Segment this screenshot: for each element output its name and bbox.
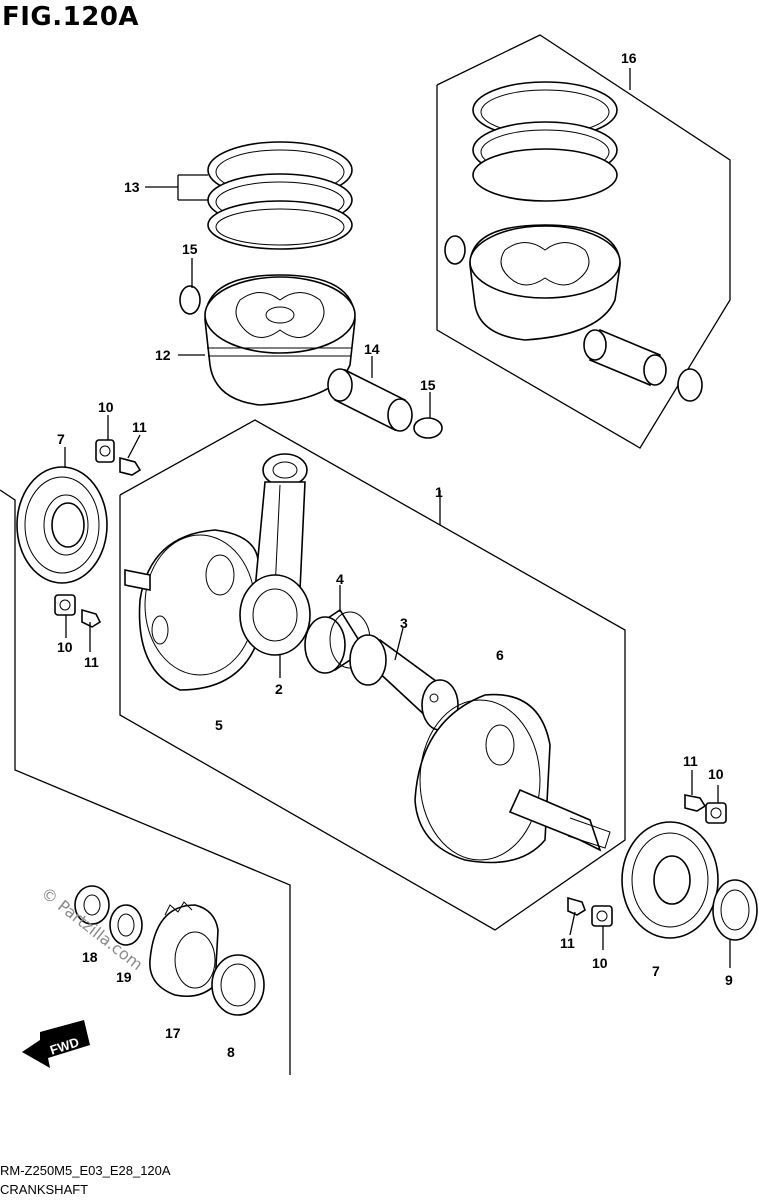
callout-10-d: 10: [592, 955, 608, 971]
callout-11-c: 11: [683, 753, 698, 769]
piston-assembly-16: [444, 81, 703, 402]
bolt-11-upper-left: [119, 456, 142, 476]
bearing-7-right: [621, 821, 719, 939]
washer-10-upper-right: [705, 802, 727, 824]
bearing-7-left: [16, 466, 108, 584]
callout-4: 4: [336, 571, 344, 587]
callout-7-left: 7: [57, 431, 65, 447]
crank-pin-3: [349, 634, 459, 731]
callout-labels: 1 2 3 4 5 6 7 7 8 9 10 10 10 10 11 11 11…: [57, 50, 733, 1060]
piston-12: [204, 274, 356, 406]
callout-11-a: 11: [132, 419, 147, 435]
callout-8: 8: [227, 1044, 235, 1060]
callout-9: 9: [725, 972, 733, 988]
washer-10-lower-left: [54, 594, 76, 616]
callout-7-right: 7: [652, 963, 660, 979]
oil-seal-9: [712, 879, 758, 941]
callout-16: 16: [621, 50, 637, 66]
callout-1: 1: [435, 484, 443, 500]
callout-2: 2: [275, 681, 283, 697]
nut-18: [74, 885, 110, 925]
washer-10-lower-right: [591, 905, 613, 927]
figure-name: CRANKSHAFT: [0, 1182, 89, 1197]
callout-11-b: 11: [84, 654, 99, 670]
bolt-11-upper-right: [684, 794, 707, 812]
callout-6: 6: [496, 647, 504, 663]
gear-17: [149, 901, 219, 998]
group-box-1: [119, 419, 626, 931]
callout-12: 12: [155, 347, 171, 363]
group-box-16: [436, 34, 731, 449]
callout-15-b: 15: [420, 377, 436, 393]
callout-17: 17: [165, 1025, 181, 1041]
callout-19: 19: [116, 969, 132, 985]
callout-14: 14: [364, 341, 380, 357]
leader-lines: [64, 68, 731, 968]
figure-title: FIG.120A: [2, 2, 140, 32]
washer-19: [109, 904, 143, 946]
piston-pin-14: [327, 368, 413, 432]
callout-18: 18: [82, 949, 98, 965]
circlip-15-lower: [413, 417, 443, 439]
piston-ring-set-13: [207, 141, 353, 250]
bolt-11-lower-left: [81, 608, 102, 628]
circlip-15-upper: [179, 285, 201, 315]
crankshaft-half-6: [414, 693, 611, 864]
callout-10-b: 10: [57, 639, 73, 655]
bolt-11-lower-right: [567, 896, 586, 916]
callout-10-a: 10: [98, 399, 114, 415]
connecting-rod-2: [239, 453, 311, 656]
group-box-bearing-left: [0, 489, 291, 1075]
washer-10-upper-left: [95, 439, 115, 463]
callout-15-a: 15: [182, 241, 198, 257]
crankshaft-half-5: [124, 529, 259, 691]
figure-code: RM-Z250M5_E03_E28_120A: [0, 1163, 171, 1178]
callout-3: 3: [400, 615, 408, 631]
callout-5: 5: [215, 717, 223, 733]
callout-11-d: 11: [560, 935, 575, 951]
callout-10-c: 10: [708, 766, 724, 782]
fwd-direction-arrow: FWD: [22, 1020, 90, 1068]
oil-seal-8: [211, 954, 265, 1016]
callout-13: 13: [124, 179, 140, 195]
